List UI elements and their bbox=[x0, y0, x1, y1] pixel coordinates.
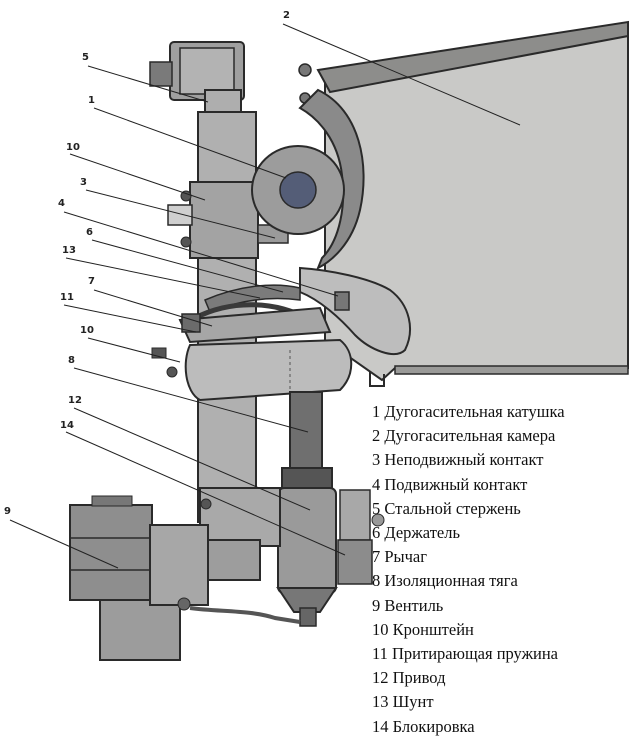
leader-lines bbox=[9, 23, 521, 569]
legend-item: 11 Притирающая пружина bbox=[372, 644, 558, 664]
callout-4: 4 bbox=[58, 198, 65, 209]
callout-11: 11 bbox=[60, 292, 74, 303]
callout-8: 8 bbox=[68, 355, 75, 366]
drive-cylinder bbox=[276, 467, 371, 627]
steel-rod-assembly bbox=[149, 41, 245, 121]
callout-6: 6 bbox=[86, 227, 93, 238]
callout-9: 9 bbox=[4, 506, 11, 517]
legend-item: 13 Шунт bbox=[372, 692, 434, 712]
callout-3: 3 bbox=[80, 177, 87, 188]
legend-item: 2 Дугогасительная камера bbox=[372, 426, 556, 446]
callout-7: 7 bbox=[88, 276, 95, 287]
callout-5: 5 bbox=[82, 52, 89, 63]
lower-bracket bbox=[151, 338, 353, 402]
legend-item: 9 Вентиль bbox=[372, 595, 444, 615]
legend-item: 3 Неподвижный контакт bbox=[372, 450, 544, 470]
callout-1: 1 bbox=[88, 95, 95, 106]
legend-item: 1 Дугогасительная катушка bbox=[372, 402, 565, 421]
callout-10-upper: 10 bbox=[66, 142, 80, 153]
legend-item: 4 Подвижный контакт bbox=[372, 474, 528, 494]
legend-item: 5 Стальной стержень bbox=[372, 498, 521, 518]
parts-legend: 1 Дугогасительная катушка 2 Дугогаситель… bbox=[372, 400, 565, 739]
arc-horn bbox=[298, 88, 365, 271]
insulating-rod bbox=[289, 391, 323, 473]
callout-14: 14 bbox=[60, 420, 74, 431]
callout-2: 2 bbox=[283, 10, 290, 21]
blowout-coil bbox=[251, 145, 345, 235]
legend-item: 10 Кронштейн bbox=[372, 619, 474, 639]
callout-12: 12 bbox=[68, 395, 82, 406]
callout-13: 13 bbox=[62, 245, 76, 256]
legend-item: 12 Привод bbox=[372, 668, 446, 688]
arc-chute-chamber bbox=[298, 20, 629, 387]
legend-item: 8 Изоляционная тяга bbox=[372, 571, 518, 591]
interlock bbox=[337, 513, 385, 585]
legend-item: 14 Блокировка bbox=[372, 716, 475, 736]
lower-support bbox=[199, 487, 281, 581]
legend-item: 6 Держатель bbox=[372, 523, 460, 543]
legend-item: 7 Рычаг bbox=[372, 547, 428, 567]
callout-10-lower: 10 bbox=[80, 325, 94, 336]
